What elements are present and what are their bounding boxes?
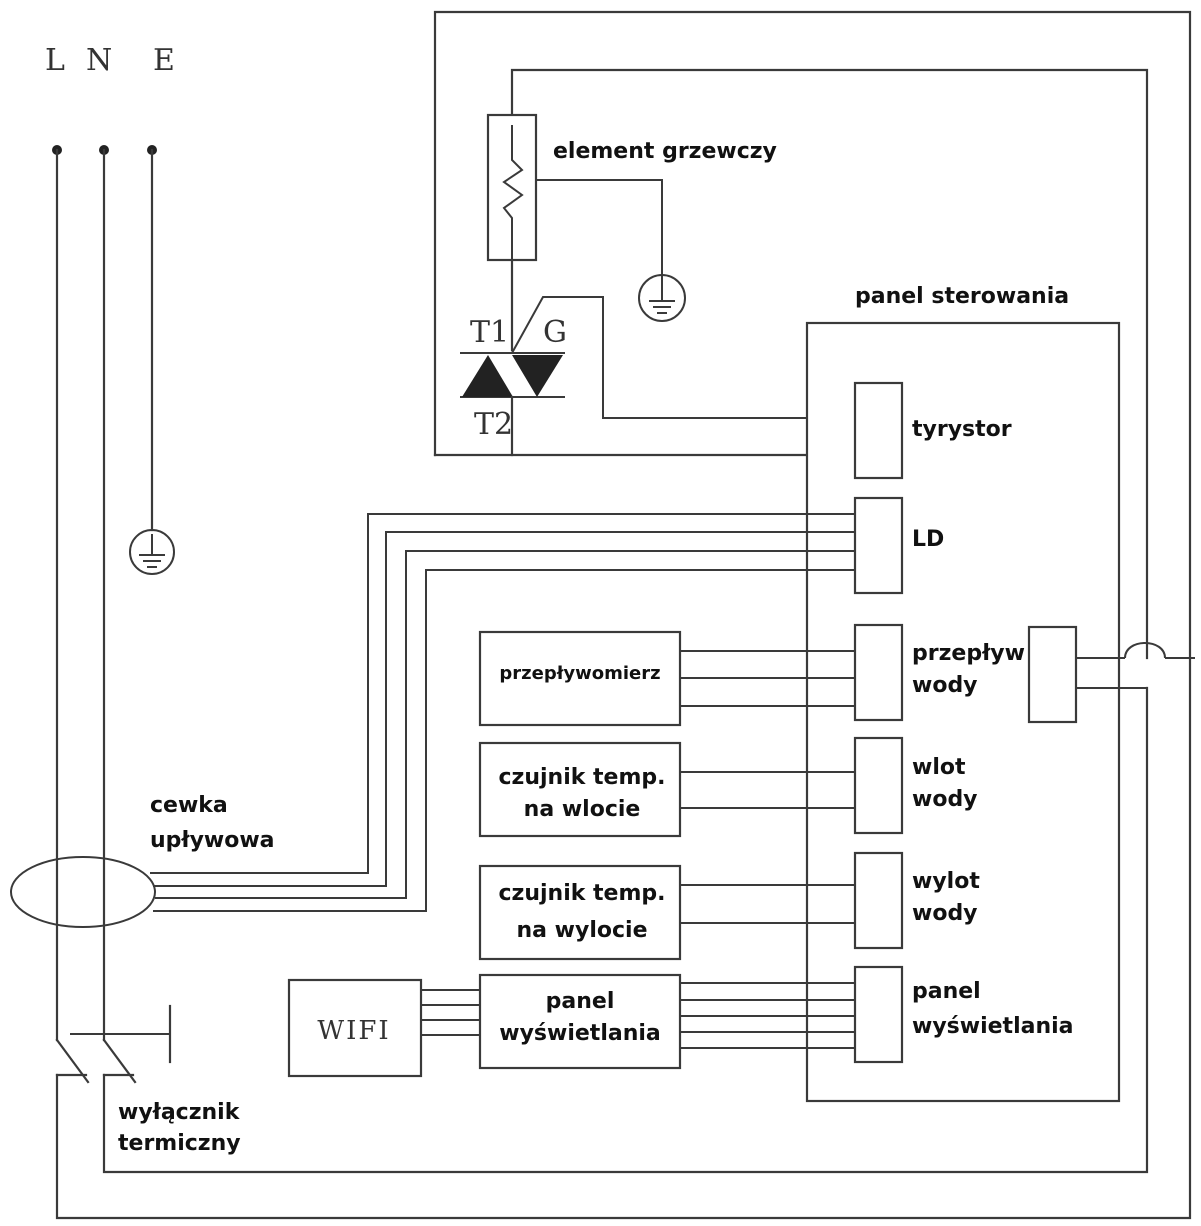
control-panel-title: panel sterowania	[855, 284, 1069, 309]
connector-display	[853, 965, 904, 1064]
heater-enclosure	[433, 10, 1192, 660]
thermal-switch: wyłącznik termiczny	[55, 1004, 241, 1156]
wifi-label: WIFI	[317, 1016, 390, 1046]
leakage-coil: cewka upływowa	[10, 793, 275, 928]
triac-g-label: G	[543, 315, 567, 350]
connector-inlet	[853, 736, 904, 835]
connector-display-label-1: panel	[912, 979, 981, 1004]
inlet-sensor-module: czujnik temp. na wlocie	[478, 741, 855, 838]
thermal-switch-label-2: termiczny	[118, 1131, 241, 1156]
terminal-e-label: E	[153, 43, 175, 78]
thermal-switch-label-1: wyłącznik	[118, 1100, 241, 1125]
ld-wires	[150, 513, 855, 912]
triac-t1-label: T1	[470, 315, 509, 350]
flowmeter-module: przepływomierz	[478, 630, 855, 727]
outlet-sensor-label-1: czujnik temp.	[498, 881, 665, 906]
flow-switch	[1027, 625, 1195, 724]
connector-flow-label-2: wody	[912, 673, 978, 698]
connector-ld	[853, 496, 904, 595]
inlet-sensor-label-2: na wlocie	[524, 797, 641, 822]
outlet-sensor-module: czujnik temp. na wylocie	[478, 864, 855, 961]
ground-icon-heater	[638, 274, 686, 322]
connector-tyrystor-label: tyrystor	[912, 417, 1012, 442]
terminal-n-label: N	[86, 43, 112, 78]
connector-ld-label: LD	[912, 527, 944, 552]
connector-tyrystor	[853, 381, 904, 480]
inlet-sensor-label-1: czujnik temp.	[498, 765, 665, 790]
display-panel-label-2: wyświetlania	[499, 1021, 661, 1046]
connector-outlet	[853, 851, 904, 950]
leakage-coil-label-1: cewka	[150, 793, 228, 818]
ground-icon	[129, 529, 175, 575]
flowmeter-label: przepływomierz	[499, 663, 660, 684]
return-wires	[55, 656, 1192, 1220]
display-panel-label-1: panel	[546, 989, 615, 1014]
triac-symbol: T1 G T2	[433, 296, 857, 457]
connector-inlet-label-2: wody	[912, 787, 978, 812]
heater-element: element grzewczy	[486, 68, 1149, 660]
connector-display-label-2: wyświetlania	[912, 1014, 1074, 1039]
connector-flow	[853, 623, 904, 722]
display-panel-module: panel wyświetlania	[478, 973, 855, 1070]
wifi-module: WIFI	[287, 978, 480, 1078]
terminal-l-label: L	[45, 43, 65, 78]
leakage-coil-label-2: upływowa	[150, 828, 275, 853]
triac-t2-label: T2	[474, 407, 513, 442]
connector-inlet-label-1: wlot	[912, 755, 966, 780]
outlet-sensor-label-2: na wylocie	[517, 918, 648, 943]
mains-terminals: L N E	[45, 43, 175, 1042]
heater-label: element grzewczy	[553, 139, 777, 164]
connector-outlet-label-1: wylot	[912, 869, 980, 894]
connector-flow-label-1: przepływ	[912, 641, 1025, 666]
connector-outlet-label-2: wody	[912, 901, 978, 926]
